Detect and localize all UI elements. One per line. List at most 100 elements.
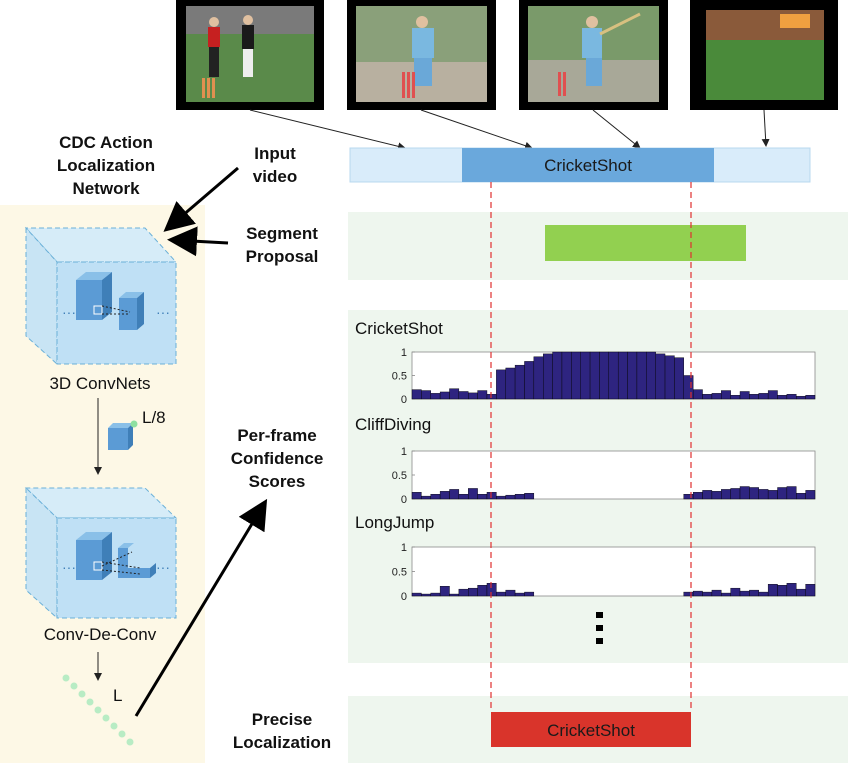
- chart-bar: [777, 487, 788, 500]
- chart-bar: [711, 393, 722, 400]
- chart-bar: [449, 593, 460, 597]
- segment-label-1: Segment: [246, 224, 318, 243]
- convnet-cube-2: ··· ···: [24, 486, 178, 620]
- title-line-2: Localization: [57, 156, 155, 175]
- confidence-charts: CricketShot10.50CliffDiving10.50LongJump…: [355, 319, 816, 603]
- chart-bar: [758, 393, 769, 400]
- chart-bar: [702, 591, 713, 597]
- precise-label-1: Precise: [252, 710, 313, 729]
- chart-bar: [439, 586, 450, 597]
- chart-bar: [683, 591, 694, 597]
- chart-tick-label: 0: [401, 591, 407, 603]
- feature-small-cube: [108, 420, 138, 450]
- chart-bar: [439, 491, 450, 500]
- chart-bar: [449, 388, 460, 400]
- chart-bar: [421, 390, 431, 400]
- precise-label-2: Localization: [233, 733, 331, 752]
- chart-bar: [786, 394, 797, 400]
- chart-bar: [486, 394, 497, 400]
- video-frame-4: [690, 0, 838, 110]
- chart-bar: [711, 589, 722, 597]
- svg-text:···: ···: [62, 304, 76, 320]
- chart-bar: [608, 351, 619, 400]
- convnet-cube-1: ··· ···: [24, 226, 178, 366]
- chart-bar: [711, 491, 722, 500]
- chart-bar: [514, 494, 525, 500]
- input-label-2: video: [253, 167, 297, 186]
- chart-bar: [571, 351, 581, 400]
- chart-bar: [496, 495, 506, 500]
- chart-tick-label: 0.5: [392, 470, 407, 482]
- chart-bar: [805, 395, 816, 400]
- chart-bar: [692, 389, 703, 400]
- title-line-1: CDC Action: [59, 133, 153, 152]
- chart-bar: [796, 395, 806, 400]
- chart-bar: [721, 592, 731, 597]
- chart-bar: [786, 583, 797, 597]
- chart-bar: [561, 351, 572, 400]
- chart-title: CricketShot: [355, 319, 443, 338]
- chart-bar: [730, 395, 741, 400]
- video-frame-1: [176, 0, 324, 110]
- chart-bar: [646, 351, 656, 400]
- chart-bar: [496, 369, 506, 400]
- perframe-label-1: Per-frame: [237, 426, 316, 445]
- output-arrow: [134, 498, 268, 717]
- chart-bar: [477, 390, 488, 400]
- output-frame-dots: [62, 674, 134, 746]
- chart-bar: [767, 490, 778, 500]
- svg-text:···: ···: [62, 559, 76, 575]
- chart-tick-label: 0: [401, 394, 407, 406]
- output-length-label: L: [113, 686, 122, 705]
- chart-bar: [421, 495, 431, 500]
- chart-tick-label: 1: [401, 542, 407, 554]
- chart-bar: [758, 489, 769, 500]
- downsample-label: L/8: [142, 408, 166, 427]
- chart-bar: [505, 589, 516, 597]
- chart-bar: [449, 489, 460, 500]
- chart-bar: [458, 494, 469, 500]
- chart-bar: [430, 592, 441, 597]
- chart-bar: [505, 494, 516, 500]
- chart-bar: [430, 393, 441, 400]
- perframe-label-3: Scores: [249, 472, 306, 491]
- chart-title: LongJump: [355, 513, 434, 532]
- chart-bar: [692, 590, 703, 597]
- chart-bar: [739, 486, 750, 500]
- chart-bar: [739, 590, 750, 597]
- chart-bar: [786, 486, 797, 500]
- chart-bar: [411, 592, 422, 597]
- chart-bar: [477, 494, 488, 500]
- chart-tick-label: 0.5: [392, 371, 407, 383]
- chart-bar: [636, 351, 647, 400]
- stage1-label: 3D ConvNets: [49, 374, 150, 393]
- chart-bar: [777, 585, 788, 597]
- more-indicator: [596, 612, 603, 644]
- segment-proposal-bar: [545, 225, 746, 261]
- chart-bar: [458, 391, 469, 400]
- chart-bar: [749, 394, 759, 400]
- title-line-3: Network: [72, 179, 140, 198]
- chart-bar: [683, 494, 694, 500]
- chart-title: CliffDiving: [355, 415, 431, 434]
- chart-bar: [674, 357, 684, 400]
- chart-tick-label: 1: [401, 446, 407, 458]
- chart-bar: [749, 487, 759, 500]
- chart-tick-label: 1: [401, 347, 407, 359]
- chart-bar: [617, 351, 628, 400]
- chart-bar: [468, 587, 478, 597]
- chart-tick-label: 0.5: [392, 567, 407, 579]
- chart-bar: [524, 493, 535, 500]
- precise-localization-bar: [491, 712, 691, 747]
- chart-bar: [421, 593, 431, 597]
- chart-bar: [664, 355, 675, 400]
- timeline-action-label: CricketShot: [544, 156, 632, 175]
- chart-bar: [796, 588, 806, 597]
- chart-bar: [533, 356, 544, 400]
- chart-bar: [758, 591, 769, 597]
- chart-bar: [543, 353, 553, 400]
- timeline-action-segment: [462, 148, 714, 182]
- chart-bar: [589, 351, 600, 400]
- chart-bar: [524, 361, 535, 400]
